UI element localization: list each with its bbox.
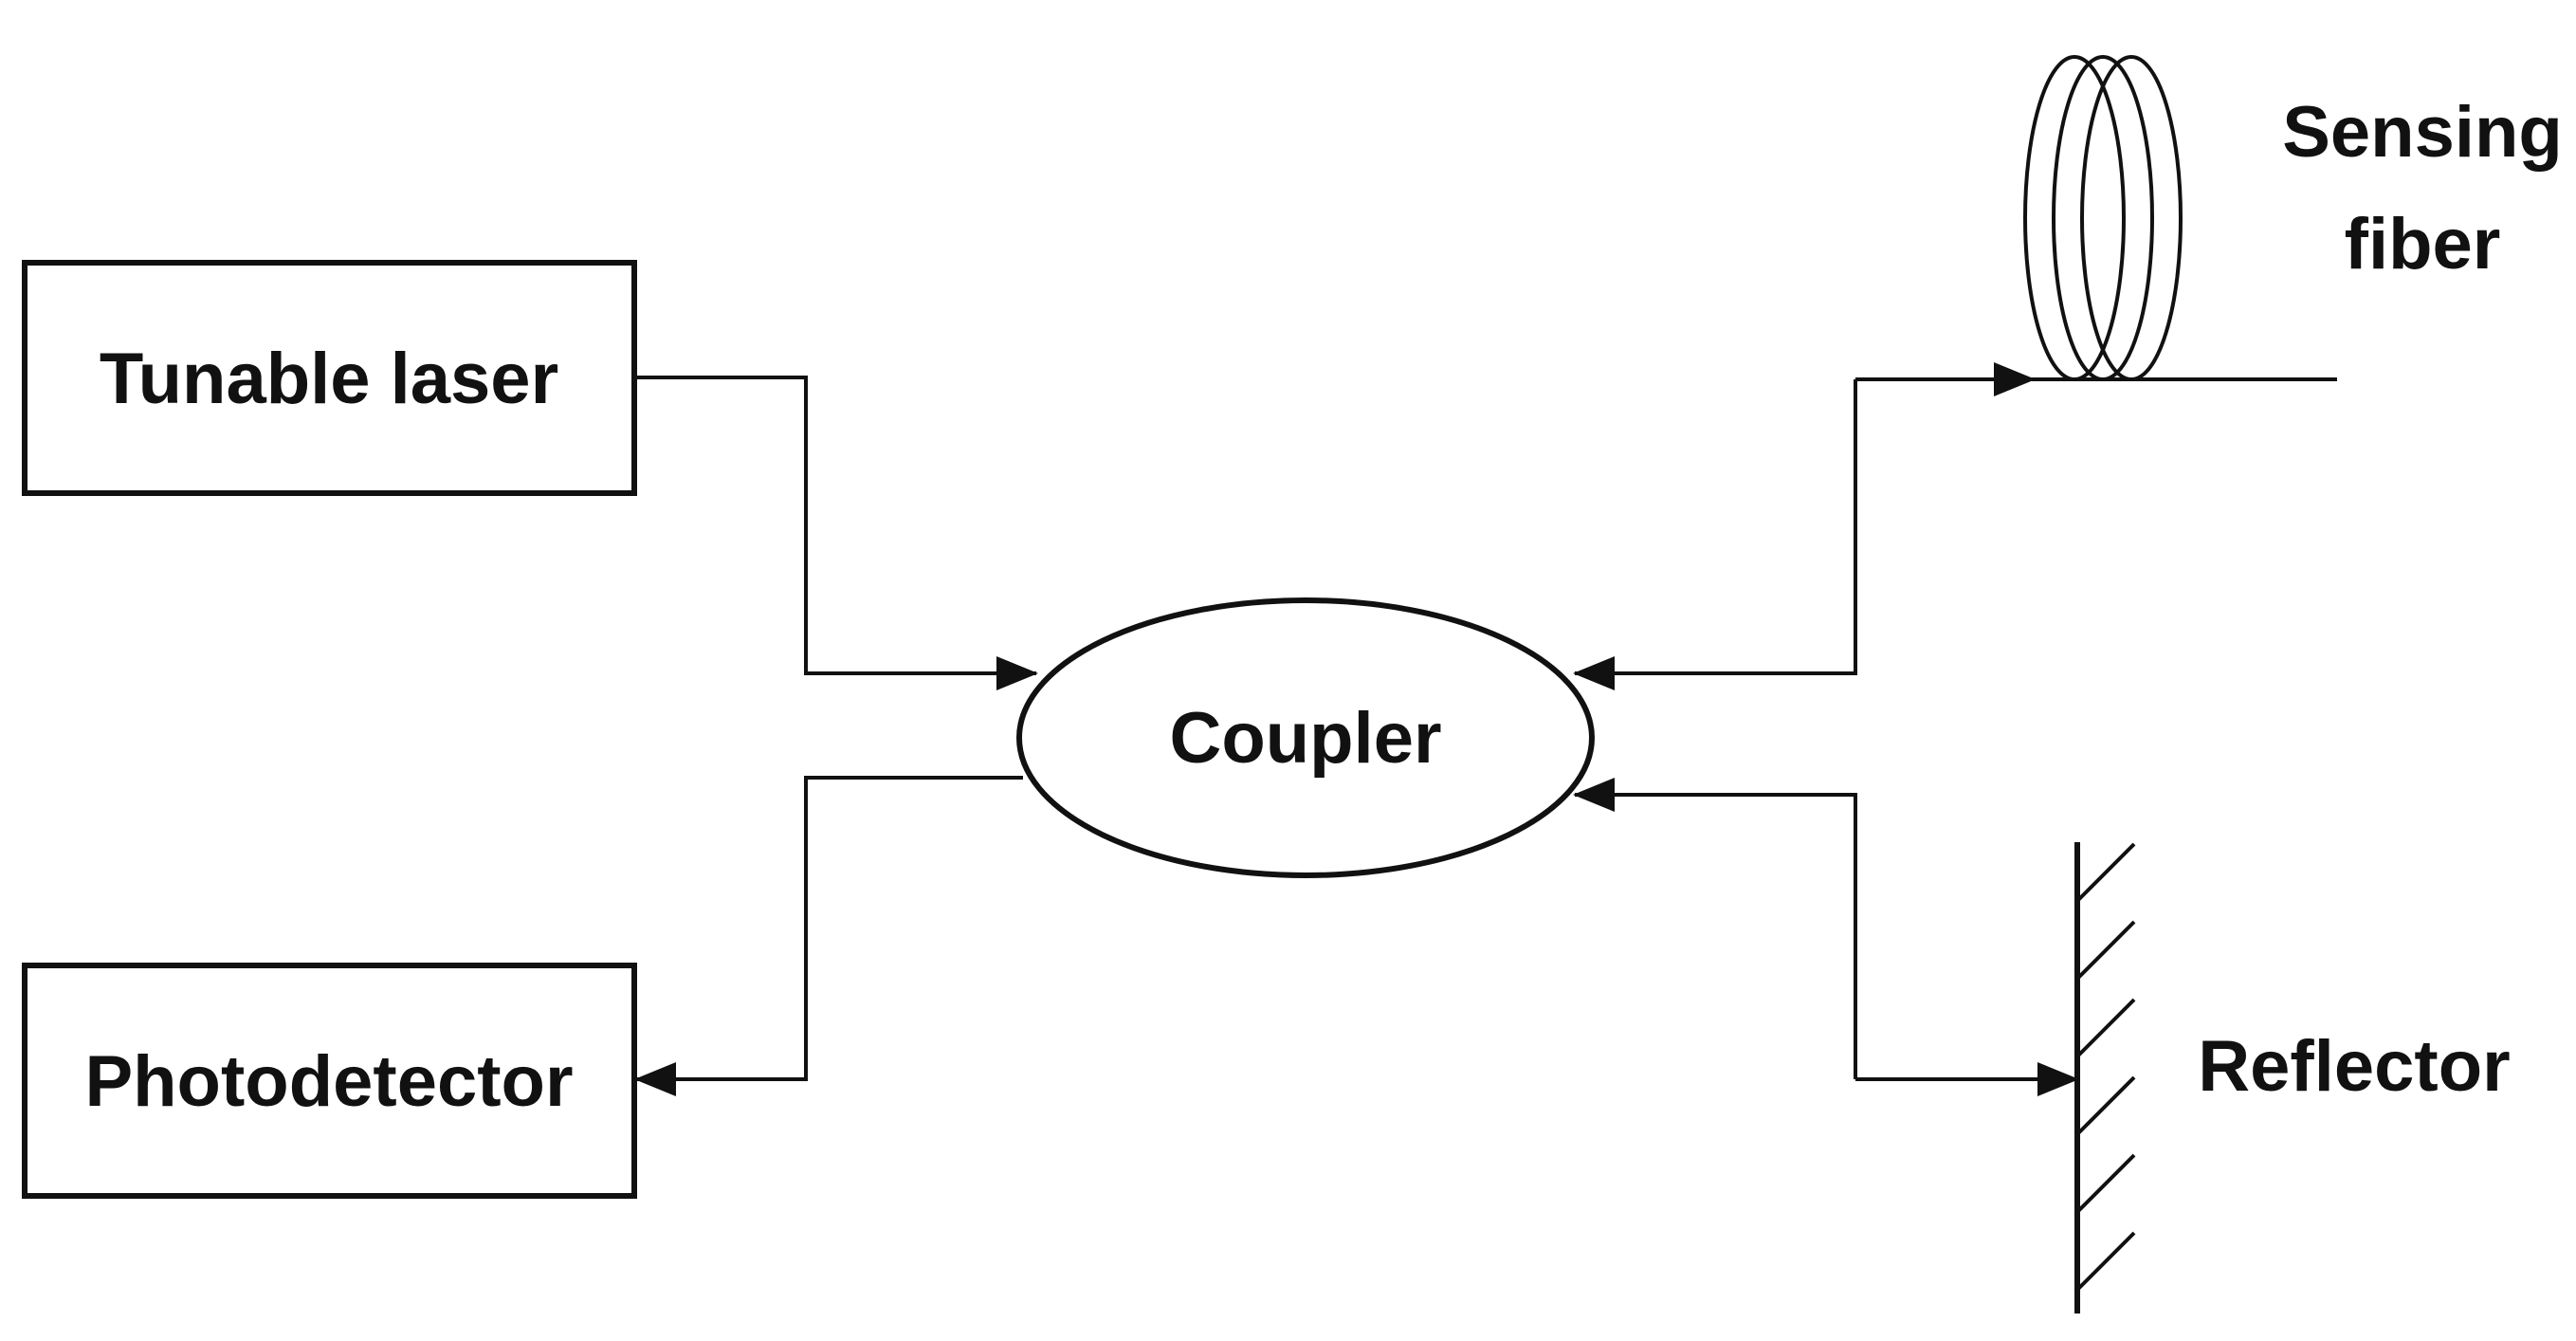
fiber-to-coupler-connector [1573, 379, 1857, 690]
reflector-label: Reflector [2198, 1026, 2510, 1107]
coupler-ellipse [1016, 597, 1595, 878]
sensing-fiber-label-line2: fiber [2345, 204, 2501, 285]
coupler-label: Coupler [1169, 698, 1441, 779]
fiber-coil-loop-1 [2023, 55, 2126, 381]
reflector-to-coupler-connector [1573, 778, 1857, 1079]
fiber-coil-icon [2023, 55, 2183, 381]
sensing-fiber-label-line1: Sensing [2282, 92, 2563, 173]
fiber-coil-loop-3 [2080, 55, 2183, 381]
tunable-laser-label: Tunable laser [100, 339, 558, 419]
sensing-fiber-label: Sensing fiber [2282, 92, 2563, 285]
photodetector-node: Photodetector [22, 963, 637, 1199]
coupler-node: Coupler [1016, 597, 1595, 878]
fiber-coil-loop-2 [2052, 55, 2154, 381]
coupler-to-photodetector-connector [634, 776, 1023, 1096]
tunable-laser-node: Tunable laser [22, 260, 637, 496]
reflector-icon [2074, 842, 2136, 1313]
photodetector-label: Photodetector [84, 1041, 573, 1122]
reflector-hatch-lines [2075, 842, 2136, 1292]
laser-to-coupler-connector [634, 376, 1038, 690]
